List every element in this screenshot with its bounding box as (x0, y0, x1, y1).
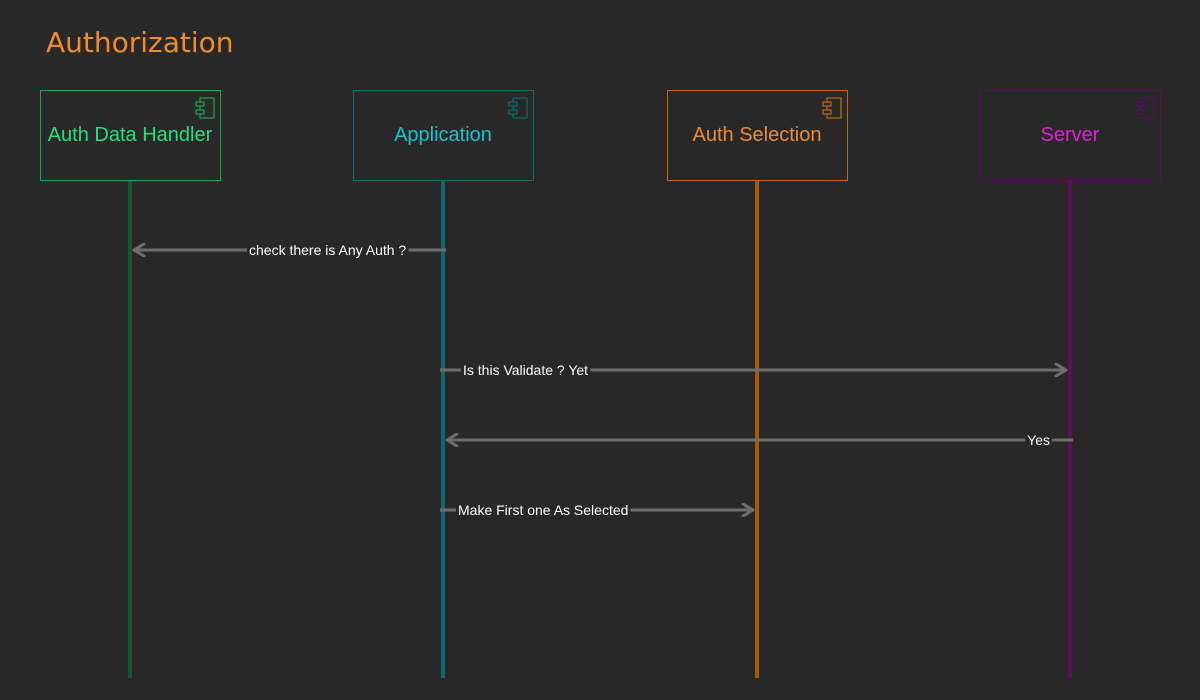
component-icon (1135, 97, 1155, 119)
actor-box-auth-selection (667, 90, 848, 181)
message-label: Make First one As Selected (458, 502, 628, 518)
actor-label-server: Server (1041, 124, 1100, 146)
actor-box-server (980, 90, 1161, 181)
message-label: Is this Validate ? Yet (463, 362, 588, 378)
actor-label-application: Application (394, 124, 492, 146)
component-icon (195, 97, 215, 119)
actor-box-application (353, 90, 534, 181)
message-label: Yes (1027, 432, 1050, 448)
actor-application: Application (353, 90, 534, 678)
message-label: check there is Any Auth ? (249, 242, 406, 258)
actor-auth-selection: Auth Selection (667, 90, 848, 678)
actor-label-auth-data-handler: Auth Data Handler (48, 124, 213, 146)
message-arrow: Is this Validate ? Yet (440, 362, 1066, 378)
message-arrow: check there is Any Auth ? (134, 242, 446, 258)
diagram-title: Authorization (46, 26, 234, 59)
message-arrow: Yes (447, 432, 1073, 448)
component-icon (822, 97, 842, 119)
message-label-bg (456, 502, 631, 518)
actor-label-auth-selection: Auth Selection (693, 124, 822, 146)
actor-auth-data-handler: Auth Data Handler (40, 90, 221, 678)
message-arrow: Make First one As Selected (440, 502, 753, 518)
message-label-bg (461, 362, 591, 378)
message-label-bg (1025, 432, 1052, 448)
message-label-bg (247, 242, 409, 258)
actor-box-auth-data-handler (40, 90, 221, 181)
component-icon (508, 97, 528, 119)
actor-server: Server (980, 90, 1161, 678)
